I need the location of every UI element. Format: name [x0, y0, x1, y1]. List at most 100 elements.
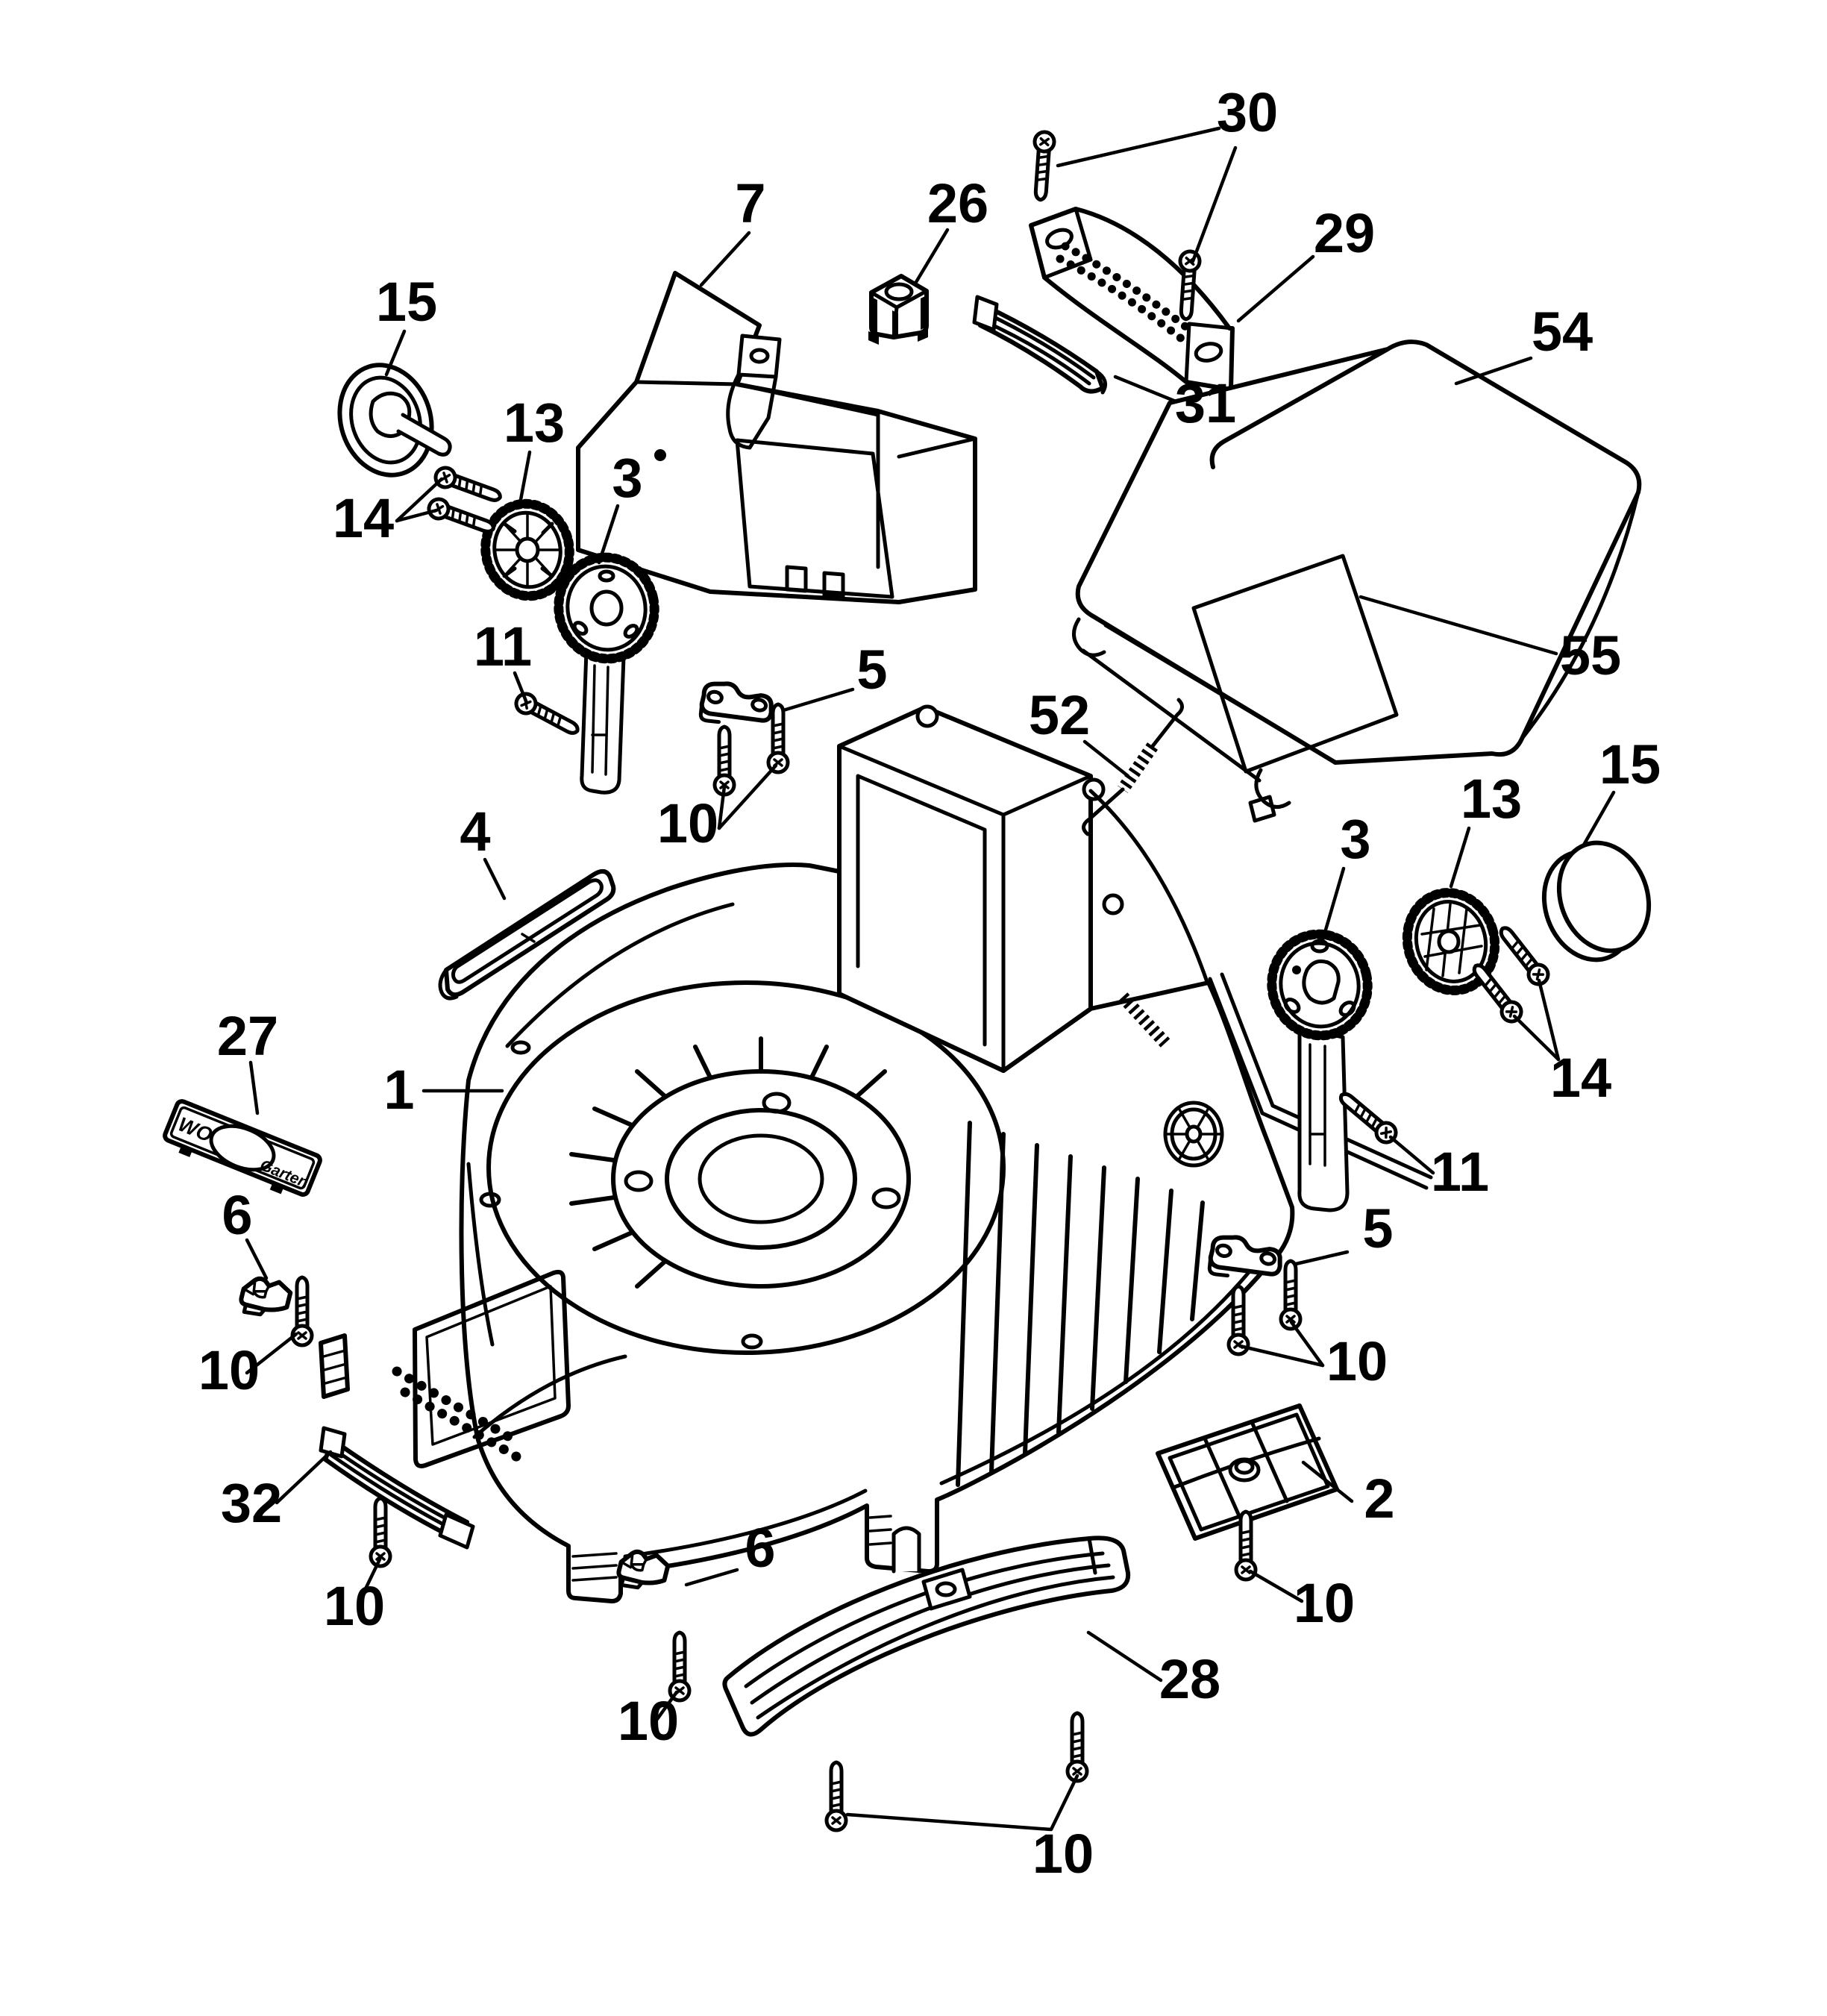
leader-line-10-bottom-center	[655, 1690, 679, 1721]
leader-line-10-top	[717, 784, 727, 830]
deck-rear-chute	[837, 704, 1171, 1073]
leader-line-11-right	[1388, 1135, 1435, 1175]
callout-10-top: 10	[657, 792, 718, 854]
deck-rear-bar	[1208, 972, 1433, 1190]
part-14-screw-right-1	[1495, 923, 1552, 989]
part-26-cap	[868, 274, 929, 345]
callout-1: 1	[383, 1059, 414, 1121]
leader-line-3-left	[597, 504, 620, 565]
part-32-bumper-strip	[319, 1426, 475, 1550]
leader-line-14-right	[1512, 1014, 1561, 1062]
leader-line-26	[914, 228, 950, 284]
callout-7: 7	[735, 172, 765, 234]
leader-line-15-left	[384, 329, 407, 377]
leader-line-13-left	[518, 450, 532, 506]
leader-line-15-right	[1581, 790, 1616, 848]
callout-10-bottom-center: 10	[618, 1690, 679, 1752]
callout-14-right: 14	[1550, 1047, 1611, 1109]
part-4-cover-strip	[438, 868, 616, 1001]
leader-line-55	[1359, 595, 1558, 656]
callout-27: 27	[217, 1005, 278, 1067]
part-31-strip	[972, 295, 1108, 395]
part-54-cover-lid	[1072, 339, 1642, 823]
callout-26: 26	[927, 172, 988, 234]
part-14-screw-left-2	[426, 496, 496, 538]
part-15-wheel-cap-right	[1541, 840, 1652, 962]
deck-front-panel	[392, 1269, 571, 1468]
part-7-motor-cover	[576, 271, 977, 604]
part-10-screw-top-1	[715, 727, 734, 795]
callout-5-top: 5	[856, 639, 887, 701]
callout-28: 28	[1159, 1648, 1220, 1710]
part-15-wheel-cap-left	[337, 363, 452, 478]
callout-54: 54	[1532, 301, 1593, 363]
leader-line-7	[699, 231, 751, 287]
callout-14-left: 14	[333, 487, 394, 549]
leader-line-28	[1086, 1630, 1163, 1682]
leader-line-11-left	[513, 671, 529, 705]
callout-10-bottom-left: 10	[324, 1575, 385, 1637]
callout-15-right: 15	[1599, 733, 1661, 795]
leader-line-6-bottom	[684, 1568, 739, 1587]
leader-line-29	[1236, 254, 1315, 323]
callout-10-left: 10	[198, 1339, 260, 1401]
callout-6-bottom: 6	[745, 1517, 775, 1579]
callout-13-right: 13	[1461, 768, 1522, 830]
leader-line-5-top	[781, 687, 855, 713]
part-3-adjuster-left	[554, 552, 659, 795]
callout-13-left: 13	[504, 392, 565, 454]
callout-31: 31	[1175, 372, 1236, 434]
callout-52: 52	[1029, 684, 1090, 746]
part-10-screw-below-plate	[1236, 1512, 1256, 1580]
ring-fins	[569, 1036, 887, 1289]
leader-line-32	[275, 1450, 333, 1505]
leader-line-54	[1454, 356, 1533, 386]
deck-rear-pulley	[1163, 1101, 1224, 1168]
callout-10-right-2: 10	[1294, 1572, 1355, 1634]
part-28-deflector	[722, 1536, 1131, 1737]
part-10-screw-bottom-2	[1068, 1713, 1087, 1781]
leader-line-13-right	[1449, 826, 1471, 889]
leader-line-3-right	[1320, 866, 1346, 942]
deck-feet	[319, 1333, 921, 1582]
part-27-brand-badge: WOLF Garten	[163, 1099, 322, 1197]
part-3-adjuster-right	[1267, 929, 1373, 1212]
part-10-screw-bottom-1	[827, 1762, 846, 1830]
callout-4: 4	[460, 801, 490, 863]
deck-side-ribs	[956, 1121, 1205, 1487]
leader-line-5-right	[1294, 1250, 1350, 1266]
leader-line-10-right	[1289, 1320, 1325, 1368]
part-14-screw-right-2	[1468, 960, 1526, 1026]
leader-line-6-left	[245, 1238, 269, 1280]
part-10-screw-right-1	[1229, 1286, 1248, 1354]
callout-11-right: 11	[1431, 1141, 1489, 1203]
part-52-spring	[1082, 698, 1184, 836]
leader-line-31	[1113, 375, 1178, 404]
callout-15-left: 15	[376, 271, 437, 333]
callout-3-left: 3	[612, 447, 642, 509]
callout-10-bottom: 10	[1032, 1823, 1094, 1885]
leader-line-10-left	[245, 1332, 298, 1375]
leader-line-10-bottom-left	[357, 1557, 382, 1605]
part-55-label-area	[1191, 554, 1399, 774]
callout-11-left: 11	[474, 616, 532, 677]
leader-line-27	[248, 1060, 260, 1115]
callout-30: 30	[1217, 81, 1278, 143]
part-6-clamp-left	[238, 1274, 292, 1322]
callout-10-right: 10	[1326, 1330, 1388, 1392]
leader-line-10-top	[717, 763, 778, 830]
callout-5-right: 5	[1362, 1198, 1393, 1259]
leader-line-52	[1082, 739, 1130, 778]
leader-line-14-left	[395, 508, 439, 523]
leader-line-10-bottom	[845, 1774, 1079, 1832]
leader-line-4	[483, 857, 507, 901]
callout-55: 55	[1560, 624, 1621, 686]
leader-line-30	[1191, 145, 1238, 263]
part-30-screw-1	[1031, 131, 1055, 201]
leader-line-2	[1301, 1460, 1354, 1503]
part-13-gear-left	[480, 498, 574, 601]
part-10-screw-right-2	[1281, 1261, 1300, 1329]
part-10-screw-top-2	[768, 704, 788, 772]
